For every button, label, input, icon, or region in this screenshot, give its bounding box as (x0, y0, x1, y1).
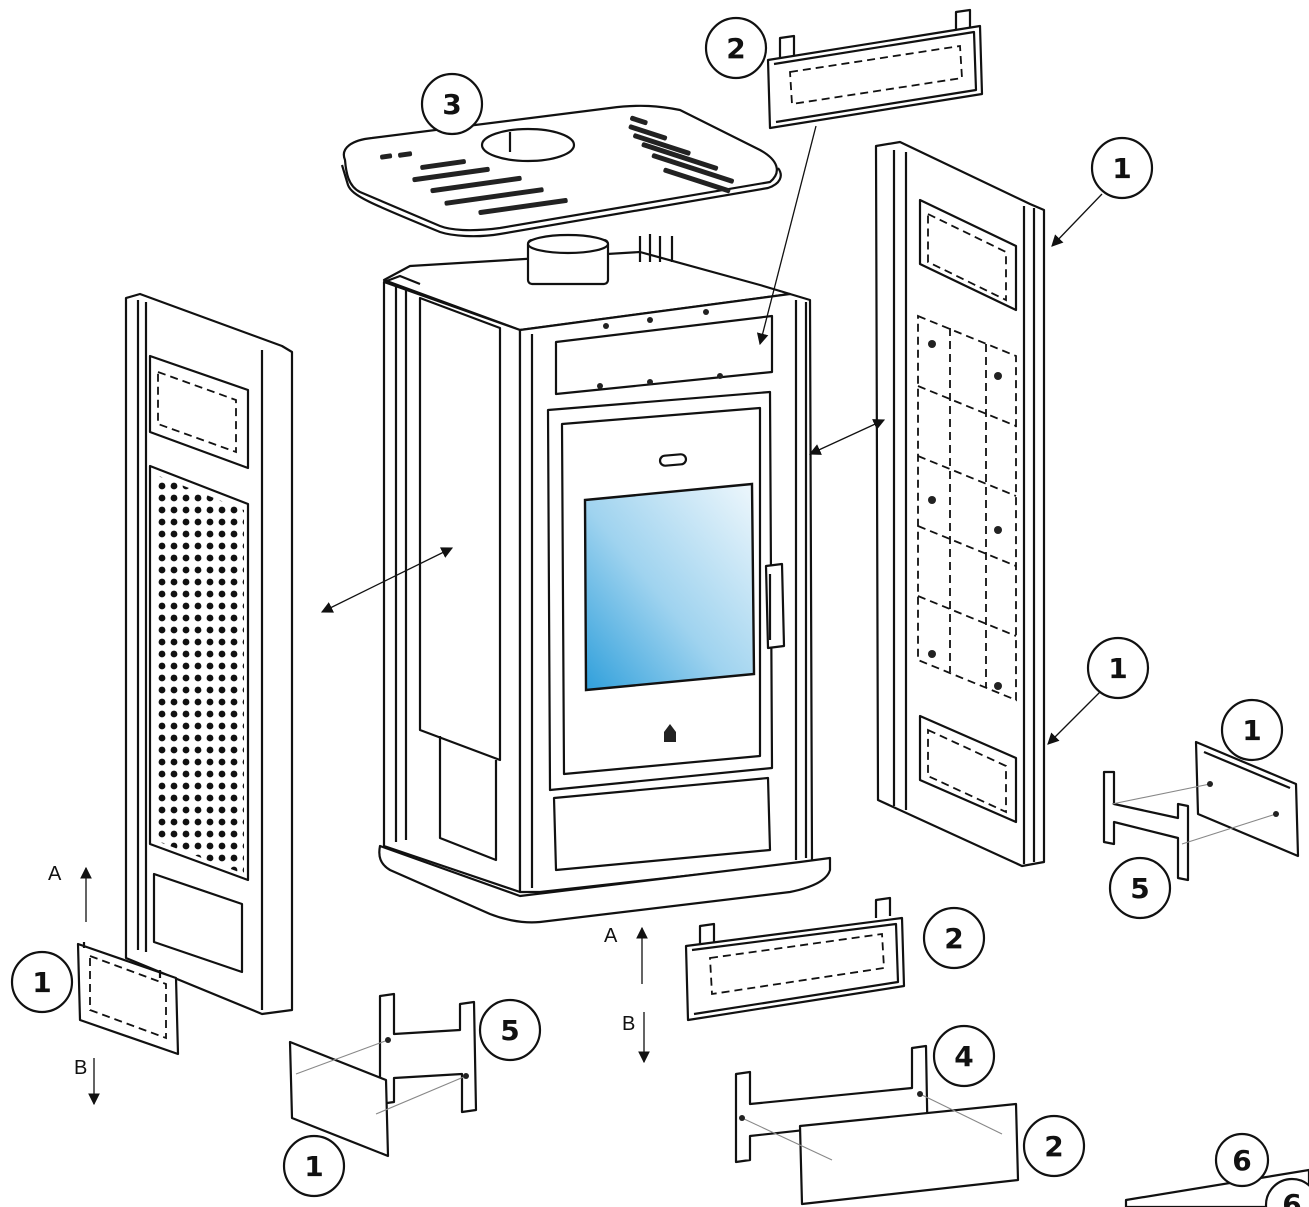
callout-5a: 5 (500, 1014, 519, 1047)
direction-label-a-center: A (604, 925, 618, 947)
callout-1a: 1 (1112, 152, 1131, 185)
left-small-panel (76, 942, 180, 1056)
top-plate-vents-right (628, 115, 734, 194)
callout-5b: 5 (1130, 872, 1149, 905)
callout-circles (10, 16, 1309, 1207)
callout-6a: 6 (1232, 1144, 1251, 1177)
bottom-front-panel (684, 896, 906, 1022)
left-bracket-assembly (288, 992, 478, 1158)
callout-2c: 2 (1044, 1130, 1063, 1163)
left-side-panel (124, 292, 294, 1016)
top-front-panel (766, 8, 984, 130)
callout-2a: 2 (726, 32, 745, 65)
direction-label-b-left: B (74, 1057, 87, 1079)
door-glass (583, 482, 756, 692)
callout-6b: 6 (1282, 1188, 1301, 1207)
callout-2b: 2 (944, 922, 963, 955)
callout-1d: 1 (32, 966, 51, 999)
top-plate-vents-left (380, 151, 568, 215)
direction-label-a-left: A (48, 863, 62, 885)
right-bracket-assembly (1102, 740, 1300, 882)
right-side-panel (874, 140, 1046, 868)
callout-1c: 1 (1242, 714, 1261, 747)
top-cover-plate (340, 104, 782, 238)
callout-3: 3 (442, 88, 461, 121)
callout-numbers: 1 1 1 1 1 2 2 2 3 4 5 5 6 6 (32, 32, 1301, 1207)
callout-1e: 1 (304, 1150, 323, 1183)
callout-4: 4 (954, 1040, 973, 1073)
callout-1b: 1 (1108, 652, 1127, 685)
motion-arrows (80, 125, 1103, 1106)
center-bracket-assembly (734, 1044, 1020, 1206)
stove-body (378, 233, 832, 924)
direction-label-b-center: B (622, 1013, 635, 1035)
